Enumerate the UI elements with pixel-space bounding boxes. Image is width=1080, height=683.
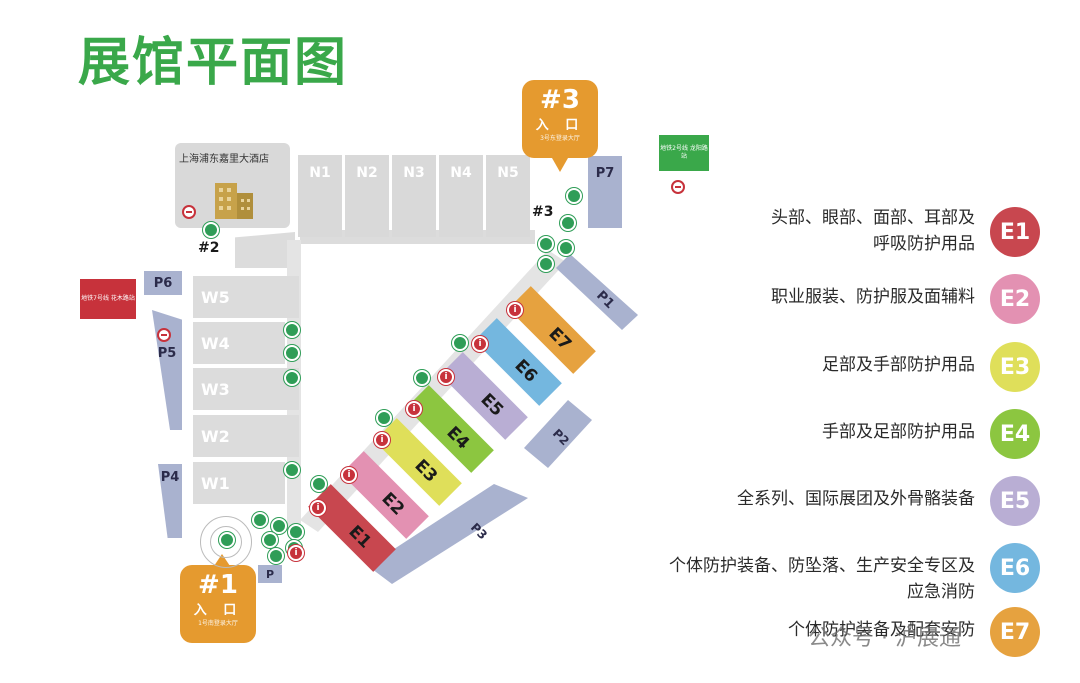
legend-text-e3: 足部及手部防护用品 [655,352,975,378]
info-icon[interactable]: i [406,401,422,417]
north-corridor [235,232,295,268]
metro-icon-east [671,180,685,194]
legend-badge-e4[interactable]: E4 [990,409,1040,459]
page-title: 展馆平面图 [78,33,349,93]
shuttle-icon[interactable] [203,222,219,238]
info-icon[interactable]: i [507,302,523,318]
service-icon[interactable] [566,188,582,204]
service-icon[interactable] [268,548,284,564]
entrance-1-number: #1 [198,570,238,600]
entrance-1[interactable]: #1 入 口 1号南登录大厅 [180,565,256,643]
hall-w4[interactable]: W4 [193,322,285,364]
legend-text-e4: 手部及足部防护用品 [655,419,975,445]
service-icon[interactable] [284,322,300,338]
building-icon [215,183,253,219]
entrance-1-label: 入 口 [193,603,243,618]
legend-badge-e1[interactable]: E1 [990,207,1040,257]
entrance-3-label: 入 口 [535,118,585,133]
info-icon[interactable]: i [472,336,488,352]
hall-n5[interactable]: N5 [486,155,530,237]
hotel-name: 上海浦东嘉里大酒店 [179,154,269,165]
legend-text-e5: 全系列、国际展团及外骨骼装备 [655,486,975,512]
parking-p7[interactable]: P7 [588,156,622,228]
service-icon[interactable] [376,410,392,426]
parking-p-small[interactable]: P [258,565,282,583]
legend-badge-e3[interactable]: E3 [990,342,1040,392]
service-icon[interactable] [311,476,327,492]
service-icon[interactable] [288,524,304,540]
gate-3-label: #3 [532,204,554,220]
legend-line-1: 全系列、国际展团及外骨骼装备 [737,489,975,509]
shuttle-icon[interactable] [219,532,235,548]
hall-w1[interactable]: W1 [193,462,285,504]
service-icon[interactable] [284,462,300,478]
info-icon[interactable]: i [374,432,390,448]
taxi-circle-inner [210,526,242,558]
service-icon[interactable] [271,518,287,534]
watermark: 公众号 · 沪展通 [808,626,961,651]
metro-icon-hotel [182,205,196,219]
info-icon[interactable]: i [288,545,304,561]
legend-text-e7: 个体防护装备及配套安防 [655,617,975,643]
legend-badge-e5[interactable]: E5 [990,476,1040,526]
gate-2-label: #2 [198,240,220,256]
legend-line-1: 手部及足部防护用品 [822,422,975,442]
metro-icon-p5 [157,328,171,342]
hall-w2[interactable]: W2 [193,415,299,457]
legend-text-e6: 个体防护装备、防坠落、生产安全专区及应急消防 [655,553,975,605]
metro-line7-sign[interactable]: 地铁7号线 花木路站 [80,279,136,319]
service-icon[interactable] [284,345,300,361]
legend-badge-e2[interactable]: E2 [990,274,1040,324]
hall-n3[interactable]: N3 [392,155,436,237]
entrance-3-number: #3 [540,85,580,115]
entrance-3-pointer [552,158,568,172]
entrance-3[interactable]: #3 入 口 3号东登录大厅 [522,80,598,158]
info-icon[interactable]: i [341,467,357,483]
legend-line-1: 个体防护装备及配套安防 [788,620,975,640]
service-icon[interactable] [252,512,268,528]
service-icon[interactable] [414,370,430,386]
legend-text-e2: 职业服装、防护服及面辅料 [655,284,975,310]
service-icon[interactable] [262,532,278,548]
service-icon[interactable] [538,236,554,252]
service-icon[interactable] [538,256,554,272]
legend-badge-e6[interactable]: E6 [990,543,1040,593]
hall-n2[interactable]: N2 [345,155,389,237]
taxi-circle [200,516,252,568]
legend-line-1: 足部及手部防护用品 [822,355,975,375]
legend-line-1: 头部、眼部、面部、耳部及 [771,208,975,228]
legend-text-e1: 头部、眼部、面部、耳部及呼吸防护用品 [655,205,975,257]
legend-line-1: 个体防护装备、防坠落、生产安全专区及应急消防 [669,556,975,602]
hall-w3[interactable]: W3 [193,368,299,410]
service-icon[interactable] [284,370,300,386]
entrance-1-sub: 1号南登录大厅 [198,620,238,627]
info-icon[interactable]: i [310,500,326,516]
info-icon[interactable]: i [438,369,454,385]
hall-n4[interactable]: N4 [439,155,483,237]
metro-line2-sign[interactable]: 地铁2号线 龙阳路站 [659,135,709,171]
service-icon[interactable] [558,240,574,256]
legend-line-2: 呼吸防护用品 [873,234,975,254]
service-icon[interactable] [560,215,576,231]
entrance-3-sub: 3号东登录大厅 [540,135,580,142]
legend-line-1: 职业服装、防护服及面辅料 [771,287,975,307]
service-icon[interactable] [452,335,468,351]
hall-w5[interactable]: W5 [193,276,299,318]
legend-badge-e7[interactable]: E7 [990,607,1040,657]
parking-p6[interactable]: P6 [144,271,182,295]
hall-n1[interactable]: N1 [298,155,342,237]
